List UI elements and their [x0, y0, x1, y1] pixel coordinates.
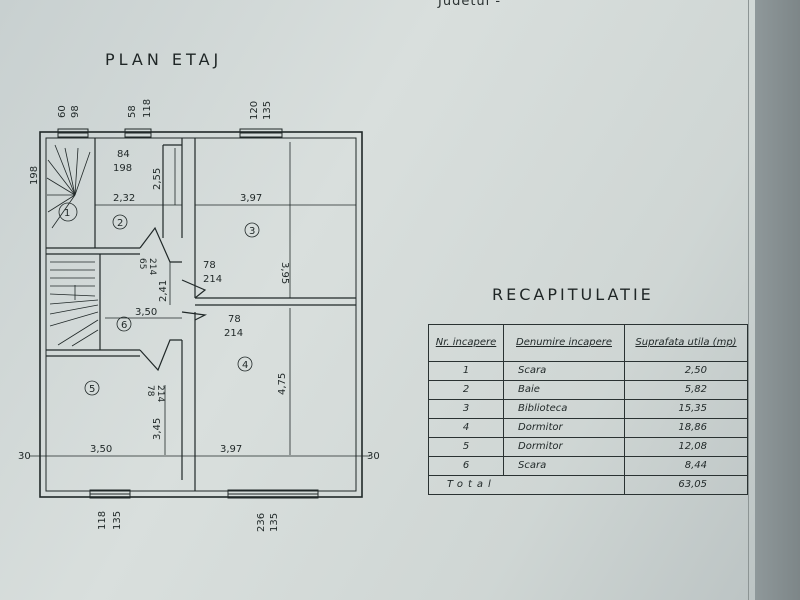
table-total-row: Total 63,05: [428, 475, 748, 495]
total-value: 63,05: [624, 475, 748, 495]
dim-214a: 214: [147, 258, 157, 275]
row-area: 18,86: [624, 418, 748, 438]
row-name: Baie: [503, 380, 625, 400]
row-name: Dormitor: [503, 437, 625, 457]
interior-walls: [46, 138, 356, 491]
dim-214c: 214: [224, 328, 243, 339]
row-nr: 4: [428, 418, 504, 438]
dim-350-mid: 3,50: [135, 307, 157, 318]
paper-sheet: [0, 0, 755, 600]
header-area: Suprafata utila (mp): [624, 324, 748, 362]
windows: [57, 128, 319, 499]
row-nr: 6: [428, 456, 504, 476]
row-name: Scara: [503, 361, 625, 381]
room-6-label: 6: [121, 320, 127, 331]
dim-397-bot: 3,97: [220, 444, 242, 455]
recap-table-header: Nr. incapere Denumire incapere Suprafata…: [428, 324, 748, 362]
dim-bw2-b: 135: [269, 513, 280, 532]
room-5-label: 5: [89, 384, 95, 395]
row-area: 2,50: [624, 361, 748, 381]
dim-198: 198: [113, 163, 132, 174]
dim-397-top: 3,97: [240, 193, 262, 204]
room-1-label: 1: [64, 208, 70, 219]
header-nr: Nr. incapere: [428, 324, 504, 362]
dim-bw1-a: 118: [97, 511, 108, 530]
dim-bw1-b: 135: [112, 511, 123, 530]
dim-65: 65: [137, 258, 147, 269]
dimension-lines: [30, 142, 370, 457]
dim-214b: 214: [203, 274, 222, 285]
dim-left-198: 198: [29, 166, 40, 185]
exterior-walls: [39, 131, 363, 498]
table-row: 4 Dormitor 18,86: [428, 418, 748, 438]
plan-title: PLAN ETAJ: [105, 50, 223, 69]
recap-title: RECAPITULATIE: [492, 285, 654, 304]
dim-win1-b: 98: [70, 105, 81, 118]
row-nr: 3: [428, 399, 504, 419]
table-row: 5 Dormitor 12,08: [428, 437, 748, 457]
room-markers: [84, 214, 260, 396]
dim-241: 2,41: [158, 280, 169, 302]
row-name: Biblioteca: [503, 399, 625, 419]
dim-255: 2,55: [152, 168, 163, 190]
dim-78b: 78: [228, 314, 241, 325]
row-area: 15,35: [624, 399, 748, 419]
recap-table: Nr. incapere Denumire incapere Suprafata…: [428, 324, 748, 495]
room-2-label: 2: [117, 218, 123, 229]
margin-line: [748, 0, 749, 600]
row-name: Scara: [503, 456, 625, 476]
dim-win3-b: 135: [262, 101, 273, 120]
row-nr: 5: [428, 437, 504, 457]
dim-232: 2,32: [113, 193, 135, 204]
header-name: Denumire incapere: [503, 324, 625, 362]
dim-win3-a: 120: [249, 101, 260, 120]
header-text: Judetul -: [438, 0, 502, 9]
dim-475: 4,75: [277, 373, 288, 395]
dim-350-bot: 3,50: [90, 444, 112, 455]
row-nr: 1: [428, 361, 504, 381]
row-area: 5,82: [624, 380, 748, 400]
dim-78c: 78: [145, 385, 155, 397]
table-row: 1 Scara 2,50: [428, 361, 748, 381]
dim-214d: 214: [155, 385, 165, 402]
page-shadow: [755, 0, 800, 600]
row-area: 12,08: [624, 437, 748, 457]
dim-30-right: 30: [367, 451, 380, 462]
dim-78a: 78: [203, 260, 216, 271]
row-area: 8,44: [624, 456, 748, 476]
table-row: 2 Baie 5,82: [428, 380, 748, 400]
room-3-label: 3: [249, 226, 255, 237]
dim-395: 3,95: [279, 262, 290, 284]
row-name: Dormitor: [503, 418, 625, 438]
dim-bw2-a: 236: [256, 513, 267, 532]
dim-win2-a: 58: [127, 105, 138, 118]
dim-345: 3,45: [152, 418, 163, 440]
stair-1: [46, 144, 91, 229]
row-nr: 2: [428, 380, 504, 400]
dim-30-left: 30: [18, 451, 31, 462]
room-4-label: 4: [242, 360, 248, 371]
table-row: 3 Biblioteca 15,35: [428, 399, 748, 419]
table-row: 6 Scara 8,44: [428, 456, 748, 476]
total-label: Total: [428, 475, 625, 495]
dim-win2-b: 118: [142, 99, 153, 118]
dim-win1-a: 60: [57, 105, 68, 118]
dim-84: 84: [117, 149, 130, 160]
stair-6: [49, 261, 99, 347]
